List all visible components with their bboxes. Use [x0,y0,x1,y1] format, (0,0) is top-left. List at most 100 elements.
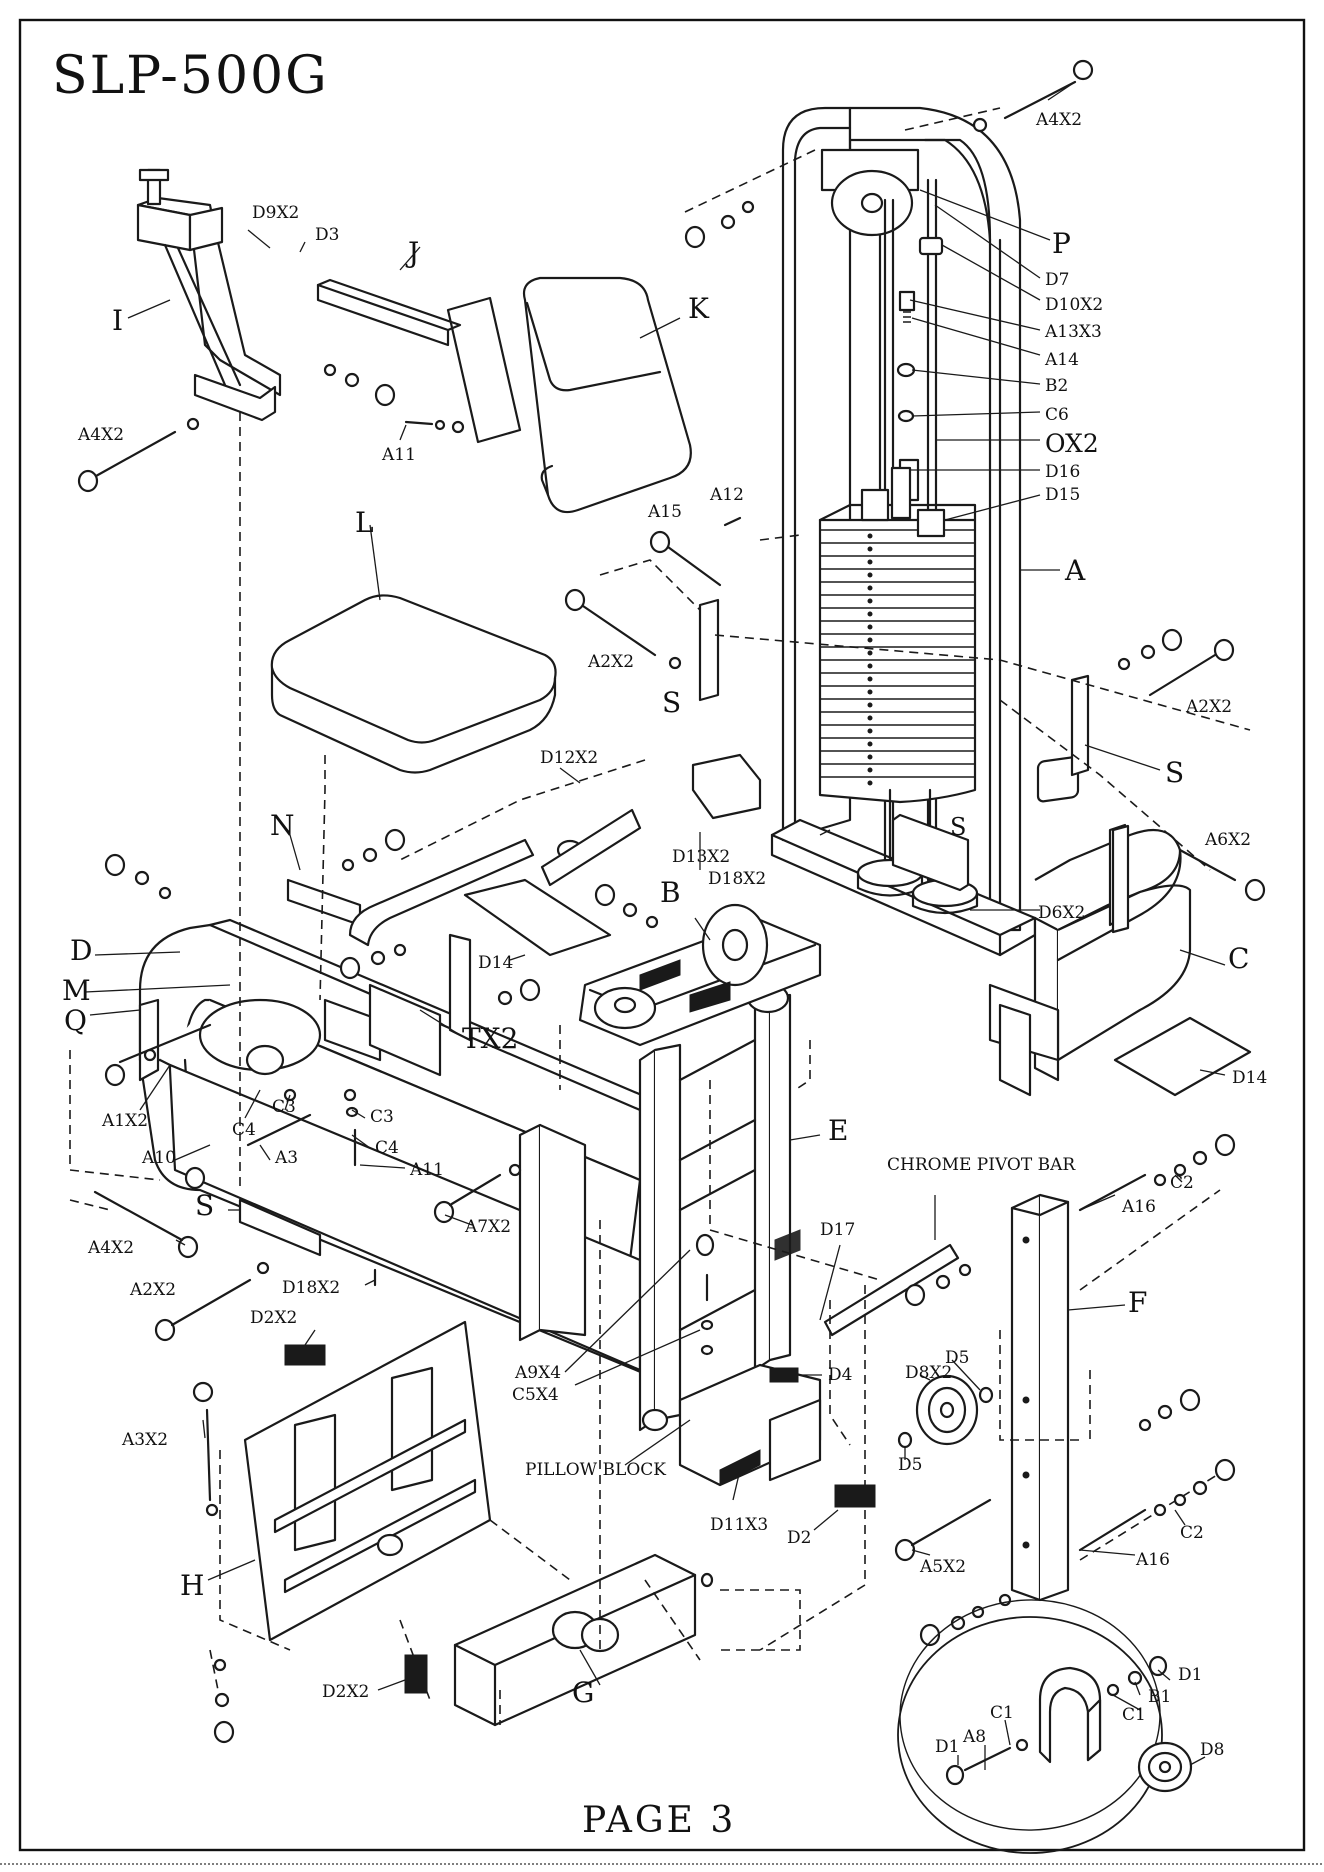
label-a16-top: A16 [1121,1197,1156,1217]
label-c6: C6 [1045,405,1069,425]
label-d3: D3 [315,225,339,245]
label-a4x2-bottom: A4X2 [87,1238,134,1258]
main-base-frame-d [138,918,667,1382]
weight-plate-pin-hole [867,624,873,630]
weight-plate-pin-hole [867,741,873,747]
seat-pad-l [270,594,557,774]
weight-plate-pin-hole [867,559,873,565]
weight-plate-pin-hole [867,611,873,617]
label-b: B [660,876,681,909]
label-d14-right: D14 [1232,1068,1267,1088]
weight-plate-pin-hole [867,715,873,721]
weight-plate-pin-hole [867,598,873,604]
label-d13x2: D13X2 [672,847,730,867]
label-d7: D7 [1045,270,1069,290]
weight-plate-pin-hole [867,637,873,643]
foot-bar-n [286,808,642,947]
weight-plate-pin-hole [867,533,873,539]
mount-plate-h [243,1320,492,1642]
label-d5-b: D5 [898,1455,922,1475]
label-s-tower: S [950,813,966,841]
weight-plates [820,529,975,786]
label-d5-a: D5 [945,1348,969,1368]
label-a4x2-left: A4X2 [77,425,124,445]
label-d: D [70,934,92,967]
label-k: K [688,292,710,325]
label-tx2: TX2 [462,1022,518,1055]
label-e: E [828,1114,848,1147]
label-a13x3: A13X3 [1044,322,1102,342]
label-d18x2-bottom: D18X2 [282,1278,340,1298]
weight-plate-pin-hole [867,572,873,578]
label-d18x2-top: D18X2 [708,869,766,889]
label-c: C [1228,942,1249,975]
label-g: G [572,1676,594,1709]
label-ox2: OX2 [1045,429,1099,458]
label-c3-a: C3 [272,1097,296,1117]
chrome-pivot-bar [823,1243,960,1337]
fastener-hardware [77,59,1266,1744]
weight-plate-pin-hole [867,702,873,708]
label-a15: A15 [647,502,682,522]
label-c4-b: C4 [375,1138,399,1158]
seat-arm-i [136,168,282,422]
label-a2x2-bottom: A2X2 [129,1280,176,1300]
label-d17: D17 [820,1220,855,1240]
sheet-border [18,18,1306,1852]
label-d10x2: D10X2 [1045,295,1103,315]
label-a11-bottom: A11 [409,1160,444,1180]
label-d16: D16 [1045,462,1080,482]
lever-arm-e [578,903,822,1432]
label-a10: A10 [141,1148,176,1168]
upright-f [1010,1193,1070,1602]
label-a7x2: A7X2 [464,1217,511,1237]
label-d1-left: D1 [935,1737,959,1757]
pulley-d8 [915,1374,979,1446]
label-a2x2-mid: A2X2 [587,652,634,672]
base-frame-c [988,756,1192,1097]
weight-plate-pin-hole [867,650,873,656]
label-i: I [112,304,123,337]
label-d2x2-bottom: D2X2 [322,1682,369,1702]
misc-brackets [463,598,1252,1097]
label-c1-right: C1 [1122,1705,1146,1725]
pillow-block [678,1229,822,1487]
label-c4-a: C4 [232,1120,256,1140]
label-a9x4: A9X4 [514,1363,561,1383]
label-d6x2: D6X2 [1038,903,1085,923]
weight-plate-pin-hole [867,754,873,760]
label-d2x2-top: D2X2 [250,1308,297,1328]
weight-plate-pin-hole [867,676,873,682]
label-c5x4: C5X4 [512,1385,559,1405]
label-s-right: S [1165,756,1184,789]
label-d11x3: D11X3 [710,1515,768,1535]
label-a5x2: A5X2 [919,1557,966,1577]
label-c2-bottom: C2 [1180,1523,1204,1543]
label-s-mid: S [662,686,681,719]
weight-tower-frame [770,106,1037,957]
label-d1-right: D1 [1178,1665,1202,1685]
weight-plate-pin-hole [867,767,873,773]
weight-plate-pin-hole [867,728,873,734]
label-j: J [405,236,419,269]
pulley-detail-inset [897,1599,1193,1854]
label-a6x2: A6X2 [1204,830,1251,850]
label-d12x2: D12X2 [540,748,598,768]
part-labels: A4X2 P D7 D10X2 A13X3 A14 B2 C6 OX2 D16 … [62,110,1267,1760]
label-b1: B1 [1148,1687,1171,1707]
label-q: Q [64,1004,87,1037]
label-p: P [1052,227,1071,260]
label-l: L [355,506,374,539]
label-a12: A12 [709,485,744,505]
label-a3: A3 [274,1148,298,1168]
weight-plate-pin-hole [867,780,873,786]
label-d2: D2 [787,1528,811,1548]
label-a14: A14 [1044,350,1079,370]
label-a16-bottom: A16 [1135,1550,1170,1570]
weight-plate-pin-hole [867,689,873,695]
label-pillow-block: PILLOW BLOCK [525,1460,666,1480]
label-m: M [62,974,91,1007]
label-a2x2-right: A2X2 [1185,697,1232,717]
